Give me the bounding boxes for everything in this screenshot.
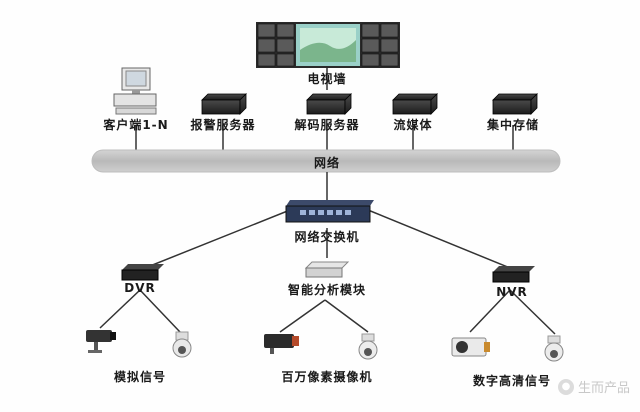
dome-camera-icon [358, 333, 378, 360]
watermark: ● 生而产品 [557, 377, 630, 396]
switch-label: 网络交换机 [294, 230, 360, 244]
streaming-label: 流媒体 [393, 118, 433, 132]
streaming-server-icon [392, 93, 438, 115]
box-camera-icon [451, 337, 490, 357]
box-camera-icon [86, 330, 116, 353]
alarm-server-label: 报警服务器 [190, 118, 256, 132]
video-wall-label: 电视墙 [307, 72, 347, 86]
dome-camera-icon [544, 335, 564, 362]
computer-icon [113, 67, 157, 115]
digital-hd-label: 数字高清信号 [472, 374, 552, 388]
video-wall-icon [256, 22, 400, 68]
dome-camera-icon [172, 331, 192, 358]
nvr-label: NVR [496, 285, 528, 299]
analysis-module-label: 智能分析模块 [287, 283, 367, 297]
dvr-label: DVR [124, 281, 156, 295]
decode-server-label: 解码服务器 [294, 118, 360, 132]
analysis-module-icon [304, 261, 350, 278]
analog-signal-label: 模拟信号 [113, 370, 167, 384]
network-switch-icon [285, 200, 374, 223]
dvr-icon [121, 264, 164, 281]
storage-server-icon [492, 93, 538, 115]
megapixel-camera-label: 百万像素摄像机 [281, 370, 373, 384]
watermark-text: 生而产品 [577, 381, 630, 396]
network-label: 网络 [313, 156, 341, 170]
box-camera-icon [264, 334, 299, 354]
decode-server-icon [306, 93, 352, 115]
network-bus [91, 149, 561, 173]
alarm-server-icon [201, 93, 247, 115]
client-label: 客户端1-N [103, 118, 169, 132]
chat-bubble-icon: ● [557, 378, 574, 395]
storage-label: 集中存储 [486, 118, 540, 132]
server-icons [201, 93, 538, 115]
nvr-icon [492, 266, 535, 283]
